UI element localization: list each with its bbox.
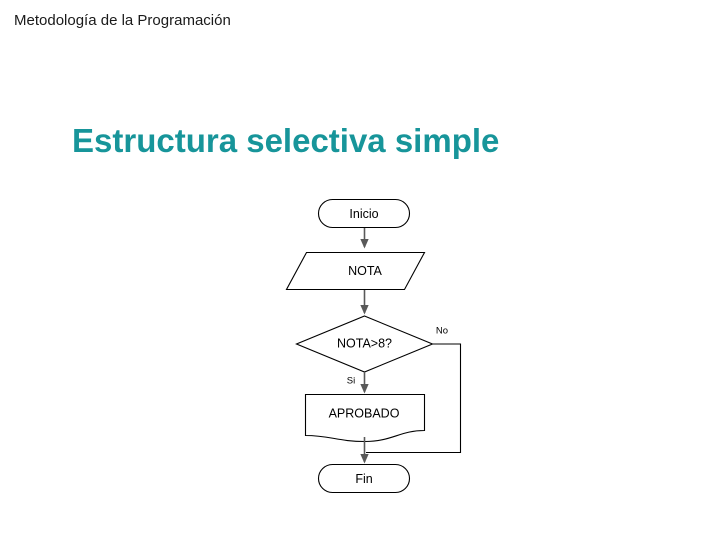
flow-node-decision[interactable]: NOTA>8? — [295, 315, 434, 373]
flow-node-nota[interactable]: NOTA — [285, 251, 426, 291]
flow-node-aprobado[interactable]: APROBADO — [304, 393, 426, 443]
flow-node-decision-label: NOTA>8? — [337, 336, 392, 350]
flow-node-aprobado-label: APROBADO — [329, 406, 400, 420]
flow-node-inicio[interactable]: Inicio — [317, 198, 411, 229]
connector-no-branch — [366, 343, 462, 454]
flow-node-nota-label: NOTA — [348, 264, 382, 278]
parallelogram-shape-nota — [285, 251, 426, 291]
branch-label-no: No — [436, 326, 448, 337]
flow-node-inicio-label: Inicio — [349, 207, 378, 221]
page-title: Estructura selectiva simple — [72, 122, 500, 159]
terminator-shape-inicio — [317, 198, 411, 229]
terminator-shape-fin — [317, 463, 411, 494]
flow-node-fin[interactable]: Fin — [317, 463, 411, 494]
branch-label-si: Si — [347, 376, 355, 387]
flow-node-fin-label: Fin — [355, 472, 372, 486]
slide-header: Metodología de la Programación — [14, 12, 231, 29]
